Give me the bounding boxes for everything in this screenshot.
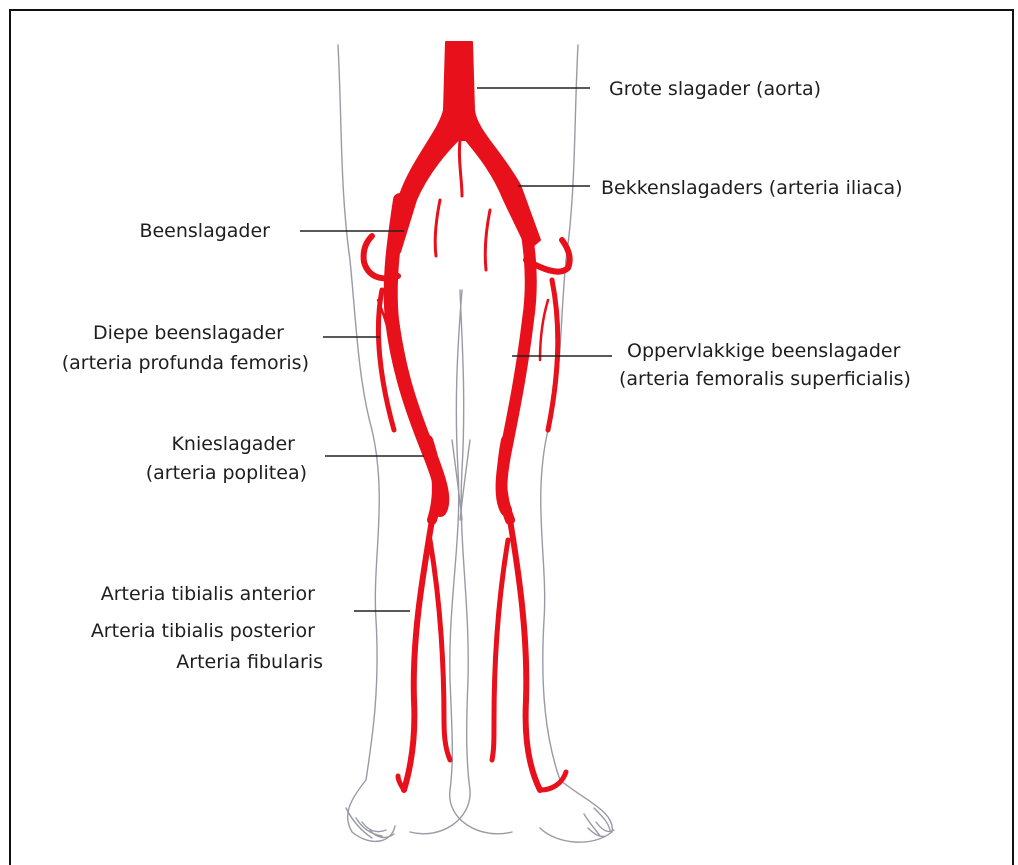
label-diepe-line1: Diepe beenslagader	[93, 321, 284, 345]
arteries	[364, 42, 570, 790]
label-knie-line2: (arteria poplitea)	[146, 461, 307, 485]
leader-lines	[300, 88, 612, 611]
label-beenslagader: Beenslagader	[139, 219, 270, 243]
label-knie-line1: Knieslagader	[171, 432, 295, 456]
label-oppervlakkige-line1: Oppervlakkige beenslagader	[627, 339, 900, 363]
label-iliaca: Bekkenslagaders (arteria iliaca)	[601, 176, 903, 200]
label-oppervlakkige-line2: (arteria femoralis superficialis)	[619, 367, 911, 391]
label-tibialis-posterior: Arteria tibialis posterior	[91, 619, 315, 643]
label-aorta: Grote slagader (aorta)	[609, 77, 821, 101]
leg-outline	[338, 45, 614, 842]
label-diepe-line2: (arteria profunda femoris)	[62, 351, 309, 375]
label-tibialis-anterior: Arteria tibialis anterior	[101, 582, 315, 606]
label-fibularis: Arteria fibularis	[176, 650, 323, 674]
